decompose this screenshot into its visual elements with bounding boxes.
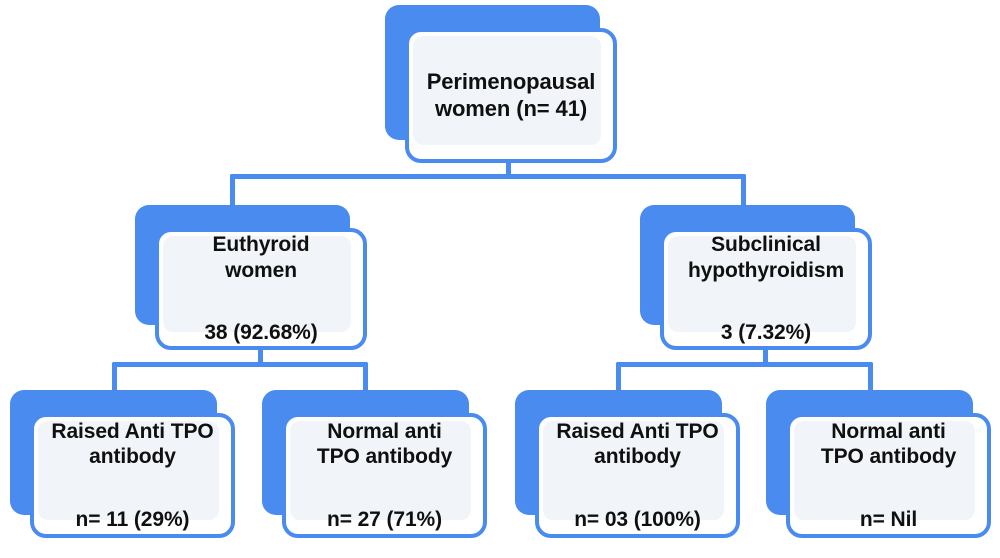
node-card: Raised Anti TPO antibody n= 03 (100%) — [535, 413, 740, 538]
connector-euthyroid-drop-right — [363, 362, 368, 394]
node-text: Raised Anti TPO antibody n= 11 (29%) — [34, 393, 231, 558]
node-subclinical-hypothyroidism[interactable]: Subclinical hypothyroidism 3 (7.32%) — [640, 205, 872, 350]
connector-euthyroid-bar-right — [258, 362, 368, 367]
node-euthyroid-normal-anti-tpo[interactable]: Normal anti TPO antibody n= 27 (71%) — [262, 390, 494, 540]
node-text: Normal anti TPO antibody n= Nil — [790, 393, 987, 558]
connector-euthyroid-stem — [258, 340, 263, 366]
node-inner-panel — [543, 421, 724, 520]
node-lead-text: Raised Anti TPO antibody — [556, 419, 719, 469]
node-stat-text: n= Nil — [859, 507, 918, 531]
node-stat-text: n= 11 (29%) — [75, 507, 190, 531]
node-card: Normal anti TPO antibody n= Nil — [786, 413, 991, 538]
node-text: Raised Anti TPO antibody n= 03 (100%) — [539, 393, 736, 558]
node-inner-panel — [413, 36, 601, 145]
connector-subclinical-bar-right — [763, 362, 873, 367]
node-inner-panel — [38, 421, 219, 520]
node-lead-text: Euthyroid women — [212, 233, 310, 282]
node-stat-text: n= 03 (100%) — [574, 507, 701, 531]
node-text: Normal anti TPO antibody n= 27 (71%) — [286, 393, 483, 558]
connector-subclinical-drop-right — [868, 362, 873, 394]
node-card: Raised Anti TPO antibody n= 11 (29%) — [30, 413, 235, 538]
node-inner-panel — [794, 421, 975, 520]
connector-level2-bar — [230, 174, 513, 179]
connector-subclinical-bar — [616, 362, 768, 367]
connector-level2-drop-right — [741, 174, 746, 208]
node-lead-text: Normal anti TPO antibody — [316, 419, 453, 469]
connector-euthyroid-bar — [112, 362, 263, 367]
connector-euthyroid-drop-left — [112, 362, 117, 394]
node-lead-text: Subclinical hypothyroidism — [687, 233, 845, 282]
node-stat-text: 38 (92.68%) — [204, 321, 318, 345]
connector-root-stem — [506, 152, 511, 178]
connector-subclinical-stem — [763, 340, 768, 366]
node-card: Euthyroid women 38 (92.68%) — [155, 228, 367, 350]
connector-level2-drop-left — [230, 174, 235, 208]
node-subclinical-raised-anti-tpo[interactable]: Raised Anti TPO antibody n= 03 (100%) — [515, 390, 747, 540]
node-euthyroid-raised-anti-tpo[interactable]: Raised Anti TPO antibody n= 11 (29%) — [10, 390, 242, 540]
connector-subclinical-drop-left — [616, 362, 621, 394]
node-stat-text: 3 (7.32%) — [720, 321, 812, 345]
node-card: Subclinical hypothyroidism 3 (7.32%) — [660, 228, 872, 350]
node-text: Euthyroid women 38 (92.68%) — [159, 206, 363, 371]
node-perimenopausal-women[interactable]: Perimenopausal women (n= 41) — [385, 5, 617, 163]
node-inner-panel — [668, 236, 856, 332]
node-lead-text: Raised Anti TPO antibody — [51, 419, 214, 469]
connector-level2-bar-right — [506, 174, 746, 179]
node-stat-text: n= 27 (71%) — [326, 507, 443, 531]
node-card: Normal anti TPO antibody n= 27 (71%) — [282, 413, 487, 538]
node-inner-panel — [290, 421, 471, 520]
node-lead-text: Normal anti TPO antibody — [820, 419, 957, 469]
node-euthyroid-women[interactable]: Euthyroid women 38 (92.68%) — [135, 205, 367, 350]
node-card: Perimenopausal women (n= 41) — [405, 28, 617, 163]
node-lead-text: Perimenopausal women (n= 41) — [426, 68, 596, 121]
node-text: Subclinical hypothyroidism 3 (7.32%) — [664, 206, 868, 371]
node-text: Perimenopausal women (n= 41) — [409, 42, 613, 149]
node-inner-panel — [163, 236, 351, 332]
node-subclinical-normal-anti-tpo[interactable]: Normal anti TPO antibody n= Nil — [766, 390, 998, 540]
